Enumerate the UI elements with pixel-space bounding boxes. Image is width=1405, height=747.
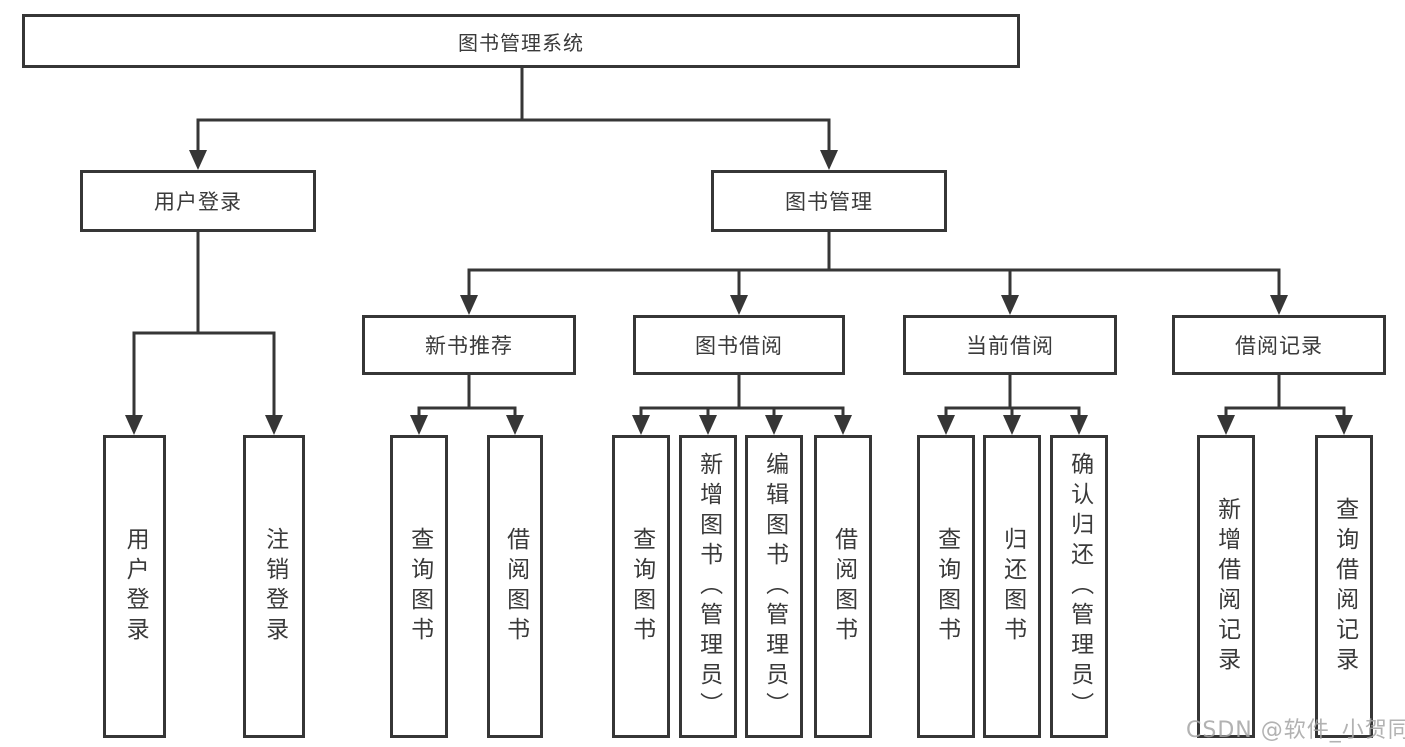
node-current-borrow: 当前借阅 [903, 315, 1117, 375]
node-borrow-records: 借阅记录 [1172, 315, 1386, 375]
connector-new-book-recommend-to-leaves [410, 375, 524, 435]
connector-current-borrow-to-leaves [937, 375, 1088, 435]
leaf-query-books-current: 查询图书 [917, 435, 975, 738]
leaf-edit-book-admin-label: 编辑图书（管理员） [761, 451, 788, 722]
csdn-watermark: CSDN @软件_小贺同学 [1186, 718, 1405, 743]
leaf-return-books: 归还图书 [983, 435, 1041, 738]
leaf-query-books-borrow: 查询图书 [612, 435, 670, 738]
leaf-add-borrow-record-label: 新增借阅记录 [1213, 496, 1240, 677]
node-book-borrow: 图书借阅 [633, 315, 845, 375]
leaf-query-borrow-record-label: 查询借阅记录 [1331, 496, 1358, 677]
leaf-add-book-admin: 新增图书（管理员） [679, 435, 737, 738]
node-book-management: 图书管理 [711, 170, 947, 232]
leaf-user-login-label: 用户登录 [122, 526, 149, 647]
leaf-return-books-label: 归还图书 [999, 526, 1026, 647]
connector-book-borrow-to-leaves [632, 375, 852, 435]
connector-book-management-to-level3 [460, 232, 1288, 315]
connector-user-login-to-leaves [125, 232, 283, 435]
leaf-edit-book-admin: 编辑图书（管理员） [745, 435, 803, 738]
node-root-system: 图书管理系统 [22, 14, 1020, 68]
node-user-login: 用户登录 [80, 170, 316, 232]
leaf-borrow-books-label: 借阅图书 [830, 526, 857, 647]
leaf-borrow-books-recommend: 借阅图书 [487, 435, 543, 738]
leaf-user-login: 用户登录 [103, 435, 166, 738]
leaf-logout-label: 注销登录 [261, 526, 288, 647]
connector-root-to-level2 [189, 68, 838, 170]
leaf-add-book-admin-label: 新增图书（管理员） [695, 451, 722, 722]
leaf-query-books-recommend-label: 查询图书 [406, 526, 433, 647]
leaf-borrow-books: 借阅图书 [814, 435, 872, 738]
leaf-query-borrow-record: 查询借阅记录 [1315, 435, 1373, 738]
leaf-confirm-return-admin: 确认归还（管理员） [1050, 435, 1108, 738]
connector-borrow-records-to-leaves [1217, 375, 1353, 435]
leaf-query-books-recommend: 查询图书 [390, 435, 448, 738]
leaf-query-books-current-label: 查询图书 [933, 526, 960, 647]
leaf-confirm-return-admin-label: 确认归还（管理员） [1066, 451, 1093, 722]
leaf-add-borrow-record: 新增借阅记录 [1197, 435, 1255, 738]
leaf-borrow-books-recommend-label: 借阅图书 [502, 526, 529, 647]
leaf-query-books-borrow-label: 查询图书 [628, 526, 655, 647]
node-new-book-recommend: 新书推荐 [362, 315, 576, 375]
leaf-logout: 注销登录 [243, 435, 305, 738]
